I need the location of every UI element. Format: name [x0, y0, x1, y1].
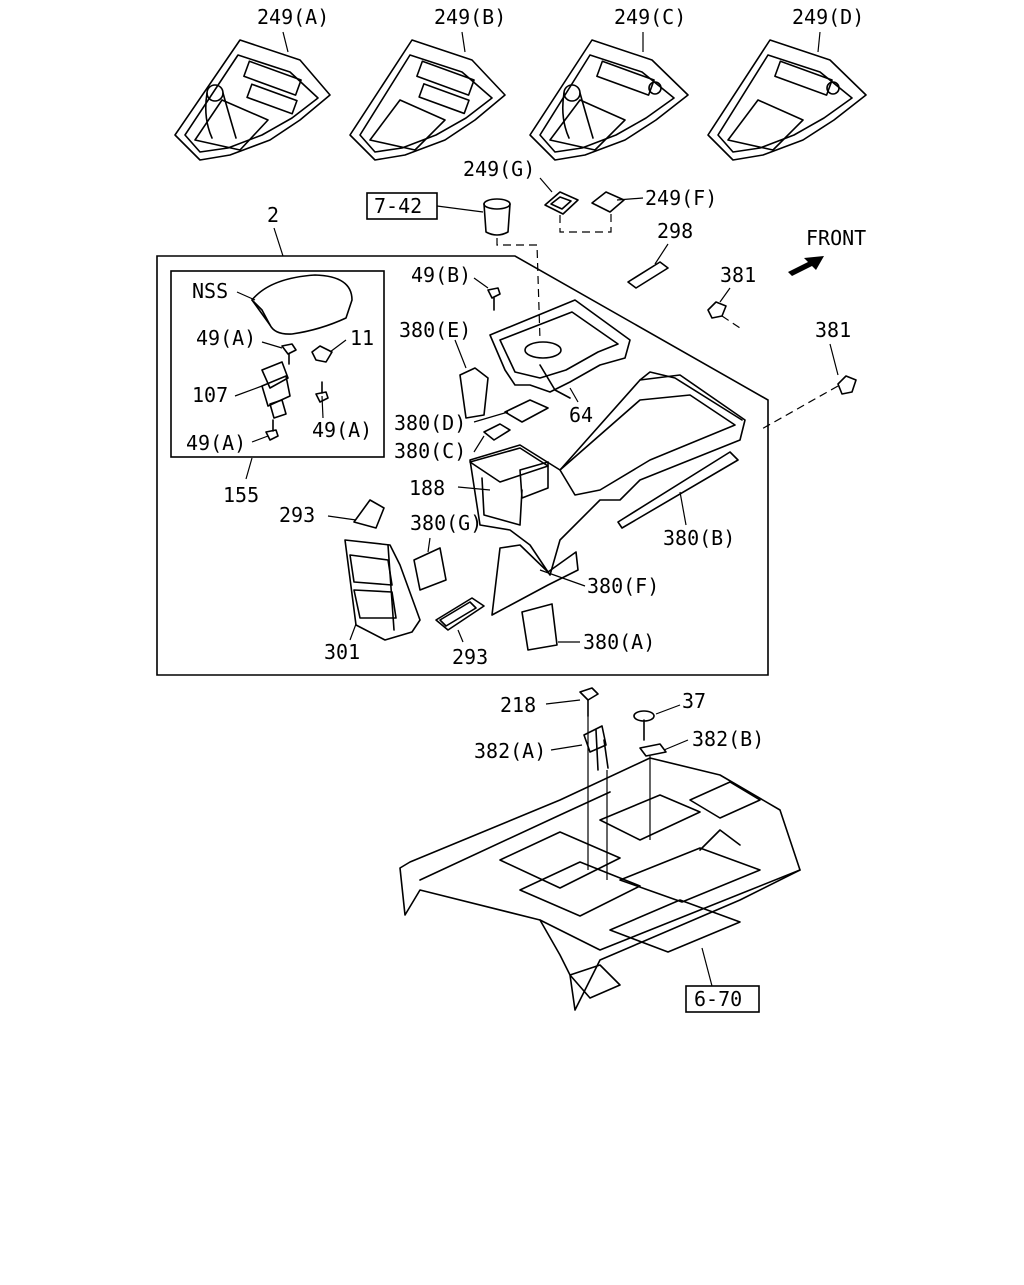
- part-382B-bracket: [639, 743, 667, 757]
- part-188-box: [469, 447, 549, 526]
- label-49A-2: 49(A): [312, 418, 372, 442]
- label-188: 188: [409, 476, 445, 500]
- group-frame-155: [170, 270, 385, 458]
- label-380F: 380(F): [587, 574, 659, 598]
- front-arrow-icon: [788, 256, 824, 276]
- label-249D: 249(D): [792, 5, 864, 29]
- label-37: 37: [682, 689, 706, 713]
- label-64: 64: [569, 403, 593, 427]
- part-249F: [591, 191, 625, 213]
- label-301: 301: [324, 640, 360, 664]
- part-49B-screw: [487, 287, 501, 311]
- label-155: 155: [223, 483, 259, 507]
- label-380E: 380(E): [399, 318, 471, 342]
- ref-box-6-70: [685, 985, 760, 1013]
- label-249F: 249(F): [645, 186, 717, 210]
- part-cup-holder-insert: [483, 198, 511, 236]
- label-249A: 249(A): [257, 5, 329, 29]
- part-11-clip: [311, 345, 333, 363]
- label-380B: 380(B): [663, 526, 735, 550]
- ref-6-70: 6-70: [694, 987, 742, 1011]
- label-381-a: 381: [720, 263, 756, 287]
- part-107-hinge: [261, 361, 291, 419]
- part-380E: [459, 367, 489, 419]
- part-37-bolt: [633, 710, 655, 741]
- part-380D: [504, 399, 549, 423]
- label-218: 218: [500, 693, 536, 717]
- ref-box-7-42: [366, 192, 438, 220]
- label-381-b: 381: [815, 318, 851, 342]
- part-380G: [413, 547, 447, 591]
- part-64-console-upper: [489, 299, 631, 399]
- part-381-a: [707, 301, 727, 319]
- label-249G: 249(G): [463, 157, 535, 181]
- label-2: 2: [267, 203, 279, 227]
- part-249G: [544, 191, 579, 215]
- label-382B: 382(B): [692, 727, 764, 751]
- part-293-b: [435, 597, 485, 631]
- label-298: 298: [657, 219, 693, 243]
- label-380G: 380(G): [410, 511, 482, 535]
- panel-249D: [707, 31, 867, 161]
- part-380C: [483, 423, 511, 441]
- label-107: 107: [192, 383, 228, 407]
- label-293-b: 293: [452, 645, 488, 669]
- part-380A: [521, 603, 558, 651]
- part-381-b: [837, 375, 857, 395]
- part-293-a: [353, 499, 385, 529]
- part-49A-screw-2: [315, 381, 329, 403]
- part-console-body: [469, 371, 746, 576]
- part-49A-screw-3: [265, 419, 279, 441]
- label-380C: 380(C): [394, 439, 466, 463]
- part-218-bolt: [579, 687, 599, 717]
- part-380F: [491, 544, 579, 616]
- panel-249C: [529, 32, 689, 161]
- label-nss: NSS: [192, 279, 228, 303]
- label-49A-1: 49(A): [196, 326, 256, 350]
- label-49A-3: 49(A): [186, 431, 246, 455]
- label-11: 11: [350, 326, 374, 350]
- label-380D: 380(D): [394, 411, 466, 435]
- label-380A: 380(A): [583, 630, 655, 654]
- part-armrest-lid: [251, 274, 353, 335]
- part-380B: [617, 451, 739, 529]
- group-frame-2: [156, 255, 769, 676]
- panel-249A: [174, 31, 331, 161]
- part-floor-pan: [399, 757, 801, 1011]
- front-label: FRONT: [806, 226, 866, 250]
- part-301-rear-panel: [344, 539, 421, 641]
- label-49B: 49(B): [411, 263, 471, 287]
- label-293-a: 293: [279, 503, 315, 527]
- label-382A: 382(A): [474, 739, 546, 763]
- part-49A-screw-1: [281, 343, 297, 365]
- panel-249B: [349, 31, 506, 161]
- label-249B: 249(B): [434, 5, 506, 29]
- part-298: [627, 261, 669, 289]
- label-249C: 249(C): [614, 5, 686, 29]
- ref-7-42: 7-42: [374, 194, 422, 218]
